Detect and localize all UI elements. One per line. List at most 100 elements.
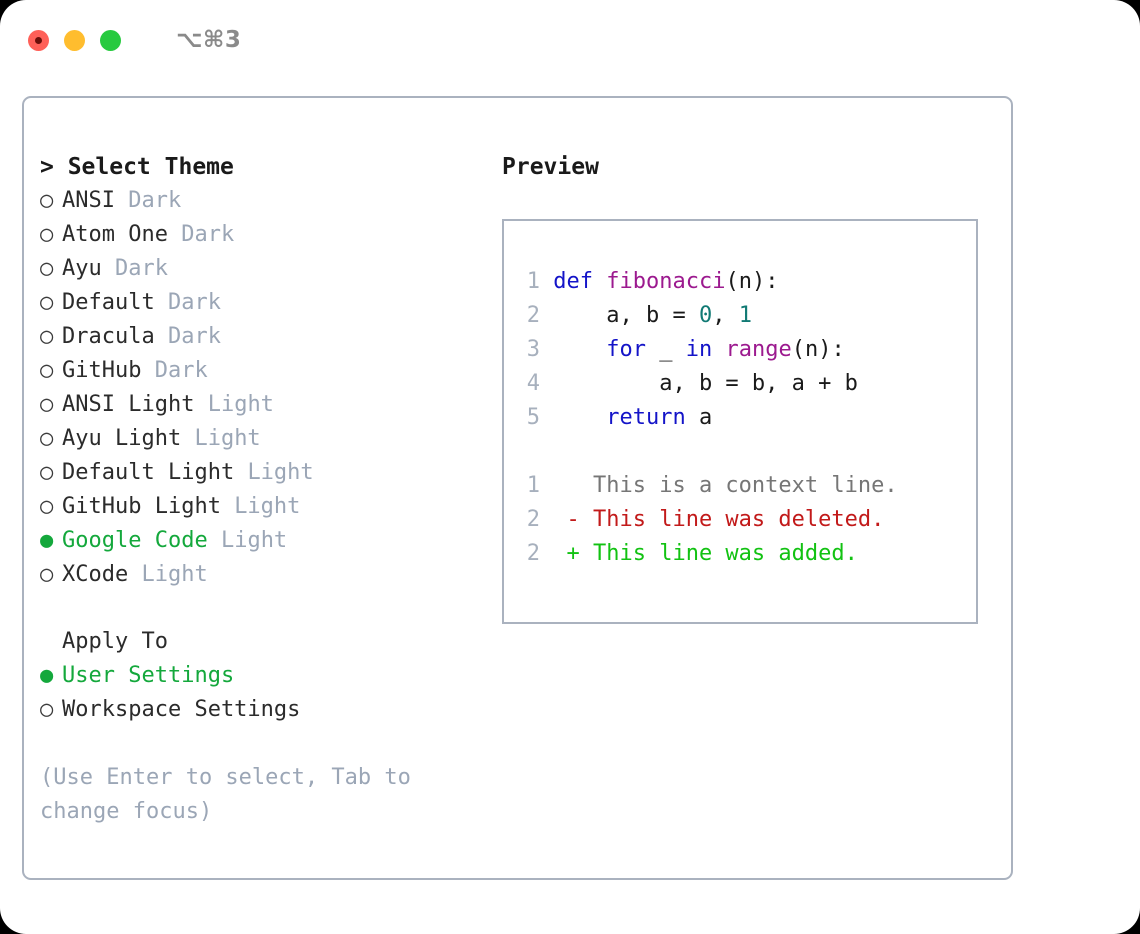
code-token: for bbox=[606, 337, 646, 362]
radio-unselected-icon: ○ bbox=[40, 494, 54, 519]
theme-option-label: Atom One bbox=[62, 222, 182, 247]
preview-header: Preview bbox=[502, 154, 599, 180]
line-number: 4 bbox=[526, 371, 540, 396]
code-line-3: 3 for _ in range(n): bbox=[518, 333, 898, 367]
radio-unselected-icon: ○ bbox=[40, 697, 54, 722]
code-line-5: 5 return a bbox=[518, 401, 898, 435]
code-token: return bbox=[606, 405, 686, 430]
diff-line-deleted: 2 - This line was deleted. bbox=[518, 503, 898, 537]
theme-option-label: Ayu Light bbox=[62, 426, 195, 451]
preview-box: 1 def fibonacci(n): 2 a, b = 0, 1 3 for _ … bbox=[502, 219, 978, 624]
title-bar: ⌥⌘3 bbox=[0, 0, 1140, 80]
code-line-1: 1 def fibonacci(n): bbox=[518, 265, 898, 299]
code-token bbox=[540, 337, 606, 362]
theme-option-4[interactable]: ○ Dracula Dark bbox=[40, 320, 490, 354]
zoom-button[interactable] bbox=[100, 29, 121, 51]
code-token: 0 bbox=[698, 303, 713, 328]
theme-option-tag: Light bbox=[141, 562, 208, 587]
diff-line-text: + This line was added. bbox=[540, 541, 858, 566]
theme-option-label: Default Light bbox=[62, 460, 248, 485]
line-number: 5 bbox=[526, 405, 540, 430]
theme-option-5[interactable]: ○ GitHub Dark bbox=[40, 354, 490, 388]
radio-unselected-icon: ○ bbox=[40, 460, 54, 485]
code-token: a, b = b, a + b bbox=[540, 371, 858, 396]
apply-to-option-0[interactable]: ● User Settings bbox=[40, 659, 490, 693]
theme-list[interactable]: ○ANSI Dark○Atom One Dark○Ayu Dark○Defaul… bbox=[40, 184, 490, 592]
code-token: in bbox=[685, 337, 713, 362]
diff-line-text: This is a context line. bbox=[540, 473, 898, 498]
preview-column: Preview 1 def fibonacci(n): 2 a, b = 0, 1… bbox=[502, 150, 1002, 624]
apply-to-header: Apply To bbox=[62, 629, 168, 654]
apply-to-option-label: Workspace Settings bbox=[62, 697, 301, 722]
radio-unselected-icon: ○ bbox=[40, 324, 54, 349]
code-token bbox=[540, 405, 606, 430]
theme-option-9[interactable]: ○ GitHub Light Light bbox=[40, 490, 490, 524]
theme-option-tag: Dark bbox=[167, 290, 221, 315]
theme-option-tag: Light bbox=[220, 528, 288, 553]
radio-unselected-icon: ○ bbox=[40, 188, 54, 213]
code-token bbox=[712, 337, 725, 362]
theme-option-tag: Light bbox=[207, 392, 274, 417]
code-token: , bbox=[712, 303, 739, 328]
apply-to-option-1[interactable]: ○ Workspace Settings bbox=[40, 693, 490, 727]
select-theme-header: > Select Theme bbox=[40, 154, 234, 180]
close-button[interactable] bbox=[28, 29, 49, 51]
theme-option-tag: Dark bbox=[114, 256, 168, 281]
theme-option-tag: Dark bbox=[167, 324, 221, 349]
line-number: 1 bbox=[526, 473, 540, 498]
line-number: 2 bbox=[526, 541, 540, 566]
apply-to-list[interactable]: ● User Settings ○ Workspace Settings bbox=[40, 659, 490, 727]
theme-option-tag: Dark bbox=[154, 358, 208, 383]
theme-option-7[interactable]: ○Ayu Light Light bbox=[40, 422, 490, 456]
code-token: _ bbox=[645, 337, 686, 362]
theme-option-tag: Light bbox=[194, 426, 261, 451]
code-diff-separator bbox=[518, 435, 898, 469]
theme-option-8[interactable]: ○Default Light Light bbox=[40, 456, 490, 490]
line-number: 2 bbox=[526, 507, 540, 532]
code-token: (n): bbox=[791, 337, 845, 362]
theme-option-1[interactable]: ○ Atom One Dark bbox=[40, 218, 490, 252]
theme-option-tag: Dark bbox=[181, 222, 235, 247]
apply-to-option-label: User Settings bbox=[62, 663, 235, 688]
code-token: 1 bbox=[738, 303, 752, 328]
keyboard-shortcut-label: ⌥⌘3 bbox=[176, 27, 242, 53]
radio-unselected-icon: ○ bbox=[40, 222, 54, 247]
theme-option-label: Dracula bbox=[62, 324, 168, 349]
theme-option-3[interactable]: ○Default Dark bbox=[40, 286, 490, 320]
minimize-button[interactable] bbox=[64, 29, 85, 51]
code-token: a, b = bbox=[540, 303, 699, 328]
line-number: 1 bbox=[526, 269, 540, 294]
line-number: 2 bbox=[526, 303, 540, 328]
theme-option-10[interactable]: ●Google Code Light bbox=[40, 524, 490, 558]
theme-option-6[interactable]: ○ANSI Light Light bbox=[40, 388, 490, 422]
theme-option-2[interactable]: ○Ayu Dark bbox=[40, 252, 490, 286]
radio-unselected-icon: ○ bbox=[40, 290, 54, 315]
code-token: range bbox=[725, 337, 792, 362]
dialog-panel: > Select Theme ○ANSI Dark○Atom One Dark○… bbox=[22, 96, 1013, 880]
code-token: (n): bbox=[725, 269, 779, 294]
theme-option-label: XCode bbox=[62, 562, 142, 587]
radio-selected-icon: ● bbox=[40, 528, 54, 553]
theme-option-label: GitHub bbox=[62, 358, 155, 383]
radio-unselected-icon: ○ bbox=[40, 562, 54, 587]
theme-option-tag: Light bbox=[234, 494, 301, 519]
theme-option-11[interactable]: ○ XCode Light bbox=[40, 558, 490, 592]
code-token bbox=[540, 269, 553, 294]
apply-to-section: Apply To ● User Settings ○ Workspace Settin… bbox=[40, 625, 490, 727]
radio-unselected-icon: ○ bbox=[40, 256, 54, 281]
code-token: a bbox=[685, 405, 713, 430]
theme-option-0[interactable]: ○ANSI Dark bbox=[40, 184, 490, 218]
diff-line-context: 1 This is a context line. bbox=[518, 469, 898, 503]
radio-unselected-icon: ○ bbox=[40, 392, 54, 417]
radio-selected-icon: ● bbox=[40, 663, 54, 688]
diff-line-added: 2 + This line was added. bbox=[518, 537, 898, 571]
diff-line-text: - This line was deleted. bbox=[540, 507, 885, 532]
code-token bbox=[593, 269, 606, 294]
code-line-4: 4 a, b = b, a + b bbox=[518, 367, 898, 401]
code-token: def bbox=[553, 269, 593, 294]
theme-option-label: ANSI bbox=[62, 188, 129, 213]
radio-unselected-icon: ○ bbox=[40, 358, 54, 383]
traffic-lights bbox=[28, 29, 121, 51]
theme-option-label: GitHub Light bbox=[62, 494, 235, 519]
